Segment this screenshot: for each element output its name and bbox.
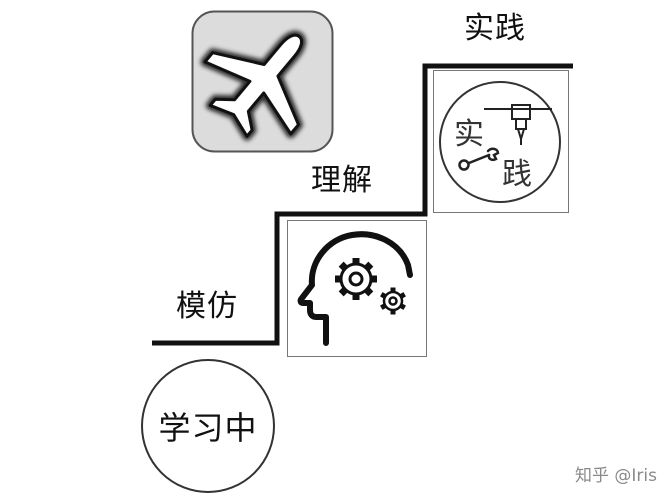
tools-practice-icon	[439, 81, 561, 203]
head-gears-panel	[287, 220, 427, 357]
airplane-icon	[191, 10, 334, 153]
practice-panel: 实 践	[433, 70, 569, 213]
watermark: 知乎 @Iris	[575, 466, 657, 486]
practice-icon-char-1: 实	[454, 117, 484, 152]
step-label-understand: 理解	[311, 163, 373, 198]
practice-icon-char-2: 践	[502, 157, 532, 192]
head-gears-icon	[297, 231, 413, 346]
step-label-practice: 实践	[464, 11, 526, 46]
learning-circle: 学习中	[141, 359, 275, 493]
learning-circle-label: 学习中	[158, 409, 258, 447]
step-label-imitate: 模仿	[176, 289, 238, 324]
